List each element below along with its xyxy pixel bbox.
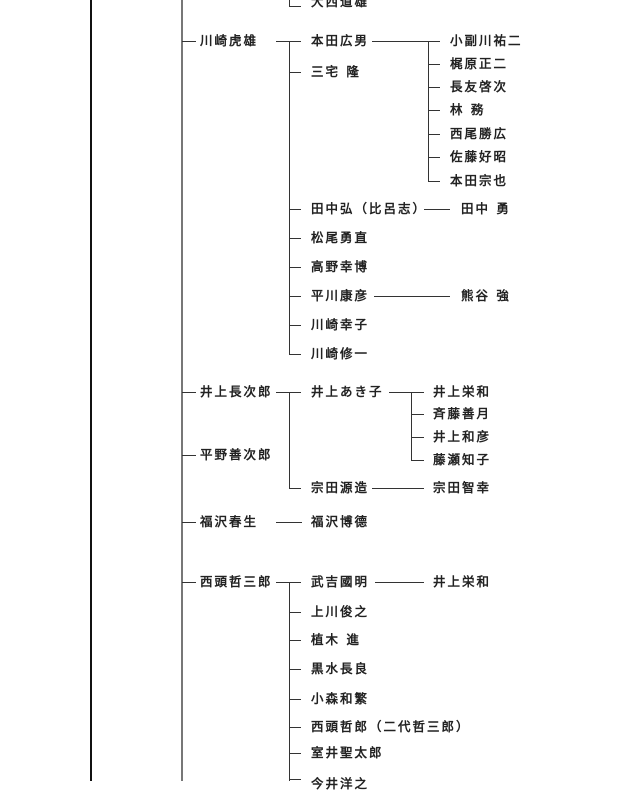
- connector: [372, 488, 424, 489]
- connector: [276, 392, 301, 393]
- connector: [289, 238, 301, 239]
- person-name: 小副川祐二: [450, 33, 523, 48]
- person-name: 川崎修一: [311, 346, 370, 361]
- connector: [428, 41, 429, 181]
- person-name: 井上和彦: [433, 429, 492, 444]
- connector: [428, 134, 440, 135]
- person-name: 宗田源造: [311, 480, 370, 495]
- connector: [428, 87, 440, 88]
- person-name: 斉藤善月: [433, 406, 492, 421]
- person-name: 熊谷 強: [461, 288, 511, 303]
- connector: [289, 488, 301, 489]
- connector: [428, 64, 440, 65]
- person-name: 本田広男: [311, 33, 370, 48]
- connector: [289, 582, 290, 781]
- connector: [389, 392, 424, 393]
- person-name: 井上栄和: [433, 384, 492, 399]
- connector: [428, 157, 440, 158]
- connector: [289, 354, 301, 355]
- gen1-trunk-line: [181, 0, 183, 781]
- person-name: 井上栄和: [433, 574, 492, 589]
- connector: [289, 209, 301, 210]
- connector: [372, 41, 440, 42]
- person-name: 本田宗也: [450, 173, 509, 188]
- connector: [289, 669, 301, 670]
- outer-border-line: [90, 0, 92, 781]
- person-name: 長友啓次: [450, 79, 509, 94]
- person-name: 福沢春生: [200, 514, 259, 529]
- connector: [289, 0, 290, 6]
- connector: [428, 110, 440, 111]
- connector: [289, 6, 301, 7]
- connector: [411, 414, 424, 415]
- person-name: 黒水長良: [311, 661, 370, 676]
- connector: [411, 392, 412, 460]
- connector: [182, 41, 196, 42]
- person-name: 西尾勝広: [450, 126, 509, 141]
- connector: [289, 727, 301, 728]
- person-name: 西頭哲三郎: [200, 574, 273, 589]
- connector: [428, 181, 440, 182]
- person-name: 高野幸博: [311, 259, 370, 274]
- connector: [289, 699, 301, 700]
- connector: [289, 72, 301, 73]
- person-name: 武吉國明: [311, 574, 370, 589]
- person-name: 佐藤好昭: [450, 149, 509, 164]
- person-name: 松尾勇直: [311, 230, 370, 245]
- person-name: 井上長次郎: [200, 384, 273, 399]
- person-name: 田中弘（比呂志）: [311, 201, 428, 216]
- connector: [424, 209, 450, 210]
- person-name: 宗田智幸: [433, 480, 492, 495]
- person-name: 川崎幸子: [311, 317, 370, 332]
- person-name: 小森和繁: [311, 691, 370, 706]
- connector: [182, 455, 196, 456]
- person-name: 上川俊之: [311, 604, 370, 619]
- connector: [182, 392, 196, 393]
- person-name: 梶原正二: [450, 56, 509, 71]
- person-name: 大西道雄: [311, 0, 370, 9]
- person-name: 三宅 隆: [311, 64, 361, 79]
- connector: [411, 437, 424, 438]
- connector: [411, 460, 424, 461]
- connector: [289, 325, 301, 326]
- person-name: 藤瀬知子: [433, 452, 492, 467]
- connector: [289, 753, 301, 754]
- connector: [276, 522, 302, 523]
- person-name: 井上あき子: [311, 384, 384, 399]
- person-name: 西頭哲郎（二代哲三郎）: [311, 719, 471, 734]
- connector: [289, 41, 290, 354]
- connector: [374, 296, 450, 297]
- person-name: 平野善次郎: [200, 447, 273, 462]
- person-name: 川崎虎雄: [200, 33, 259, 48]
- connector: [182, 582, 196, 583]
- connector: [276, 41, 301, 42]
- person-name: 林 務: [450, 102, 486, 117]
- connector: [289, 267, 301, 268]
- person-name: 植木 進: [311, 632, 361, 647]
- connector: [289, 296, 301, 297]
- person-name: 田中 勇: [461, 201, 511, 216]
- connector: [182, 522, 196, 523]
- connector: [289, 779, 301, 780]
- person-name: 室井聖太郎: [311, 745, 384, 760]
- person-name: 平川康彦: [311, 288, 370, 303]
- person-name: 福沢博德: [311, 514, 370, 529]
- connector: [289, 392, 290, 488]
- connector: [375, 582, 424, 583]
- connector: [289, 612, 301, 613]
- connector: [276, 582, 301, 583]
- person-name: 今井洋之: [311, 776, 370, 791]
- connector: [289, 640, 301, 641]
